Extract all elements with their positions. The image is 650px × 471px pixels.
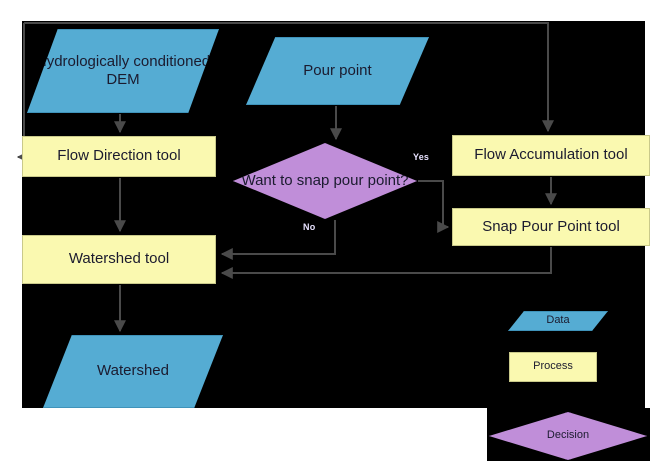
node-label: Snap Pour Point tool xyxy=(482,217,620,235)
node-label: Flow Direction tool xyxy=(57,147,181,165)
legend-item-process: Process xyxy=(509,352,597,382)
node-snap-pour-point-tool[interactable]: Snap Pour Point tool xyxy=(452,208,650,246)
legend-item-label: Process xyxy=(533,360,573,373)
node-watershed[interactable]: Watershed xyxy=(43,335,223,408)
node-label: Flow Accumulation tool xyxy=(474,146,628,164)
node-hydrologically-conditioned-dem[interactable]: Hydrologically conditioned DEM xyxy=(27,29,219,113)
node-label: Hydrologically conditioned DEM xyxy=(35,52,211,88)
node-label: Pour point xyxy=(303,61,372,79)
legend-item-label: Data xyxy=(546,314,570,327)
node-pour-point[interactable]: Pour point xyxy=(246,37,429,105)
node-label: Watershed tool xyxy=(68,250,170,268)
branch-label-no: No xyxy=(303,222,316,232)
node-watershed-tool[interactable]: Watershed tool xyxy=(22,235,216,284)
legend-item-data: Data xyxy=(508,311,608,331)
node-label: Want to snap pour point? xyxy=(241,171,409,189)
branch-label-yes: Yes xyxy=(413,152,430,162)
node-label: Watershed xyxy=(97,362,169,380)
node-flow-direction-tool[interactable]: Flow Direction tool xyxy=(22,136,216,177)
legend-item-label: Decision xyxy=(546,429,590,442)
node-flow-accumulation-tool[interactable]: Flow Accumulation tool xyxy=(452,135,650,176)
